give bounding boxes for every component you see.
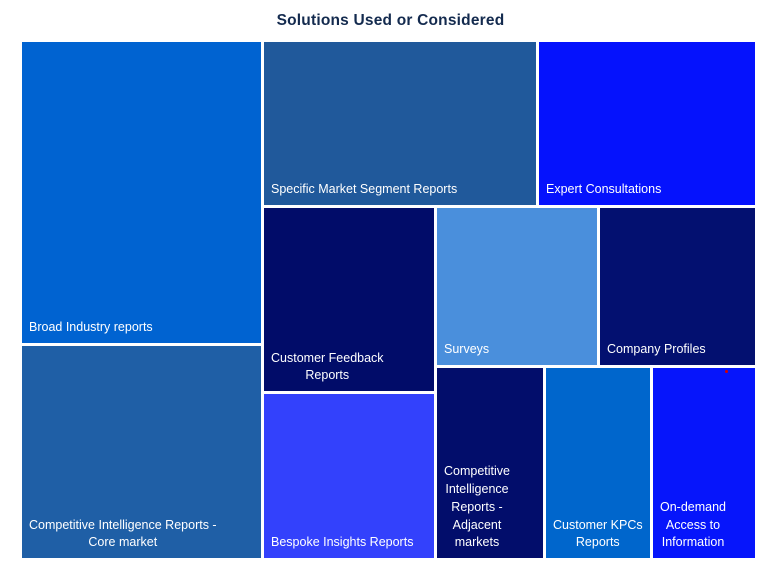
tile-label: Surveys	[444, 342, 490, 357]
tile-label: Expert Consultations	[546, 182, 662, 197]
tile-label: Bespoke Insights Reports	[271, 535, 414, 550]
chart-title: Solutions Used or Considered	[276, 12, 505, 29]
treemap-tile-competitive-intelligence-reports-core-market[interactable]: Competitive Intelligence Reports -Core m…	[22, 346, 261, 558]
tile-label: Competitive Intelligence Reports -Core m…	[29, 517, 217, 550]
tile-label: Specific Market Segment Reports	[271, 182, 458, 197]
tile-label: Broad Industry reports	[29, 320, 153, 335]
treemap-tile-surveys[interactable]: Surveys	[437, 208, 597, 365]
stray-red-dot	[725, 370, 728, 373]
treemap-tile-bespoke-insights-reports[interactable]: Bespoke Insights Reports	[264, 394, 434, 558]
treemap-tile-broad-industry-reports[interactable]: Broad Industry reports	[22, 42, 261, 343]
treemap-tile-expert-consultations[interactable]: Expert Consultations	[539, 42, 755, 205]
tile-label: Company Profiles	[607, 342, 706, 357]
treemap-tile-company-profiles[interactable]: Company Profiles	[600, 208, 755, 365]
treemap-tile-specific-market-segment-reports[interactable]: Specific Market Segment Reports	[264, 42, 536, 205]
